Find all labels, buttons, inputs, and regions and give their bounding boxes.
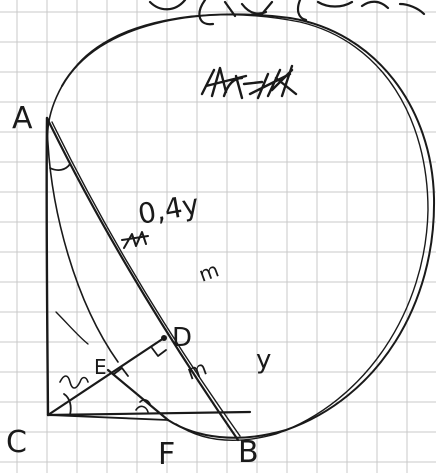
right-angle-mark-D	[151, 347, 167, 357]
label-A: A	[12, 101, 33, 136]
angle-mark-C	[63, 393, 72, 416]
annotation-m-lower: m	[184, 355, 211, 384]
label-B: B	[238, 435, 259, 470]
label-E: E	[94, 355, 107, 379]
point-D-dot	[161, 335, 167, 341]
side-AC	[45, 116, 50, 417]
label-F: F	[158, 437, 175, 472]
label-C: C	[6, 425, 27, 460]
side-AB	[45, 116, 240, 442]
angle-mark-A	[49, 163, 71, 171]
cropped-formula-scribble	[148, 0, 426, 26]
segment-CD	[46, 336, 166, 417]
tick-marks-left	[59, 375, 89, 389]
side-AB-trace	[51, 121, 241, 437]
annotation-y: y	[256, 345, 271, 375]
label-D: D	[172, 323, 192, 353]
side-CB	[46, 410, 252, 417]
segment-CF	[47, 414, 169, 421]
circle-chord-left	[55, 311, 89, 345]
circle	[61, 13, 436, 439]
angle-mark-F	[135, 399, 151, 413]
circle-trace	[69, 13, 429, 442]
scratch-mark	[121, 231, 149, 249]
crossed-out-text	[200, 64, 298, 100]
right-angle-mark-E	[113, 367, 129, 377]
segment-EF	[106, 368, 170, 422]
annotation-segment-value: 0,4y	[135, 188, 201, 231]
